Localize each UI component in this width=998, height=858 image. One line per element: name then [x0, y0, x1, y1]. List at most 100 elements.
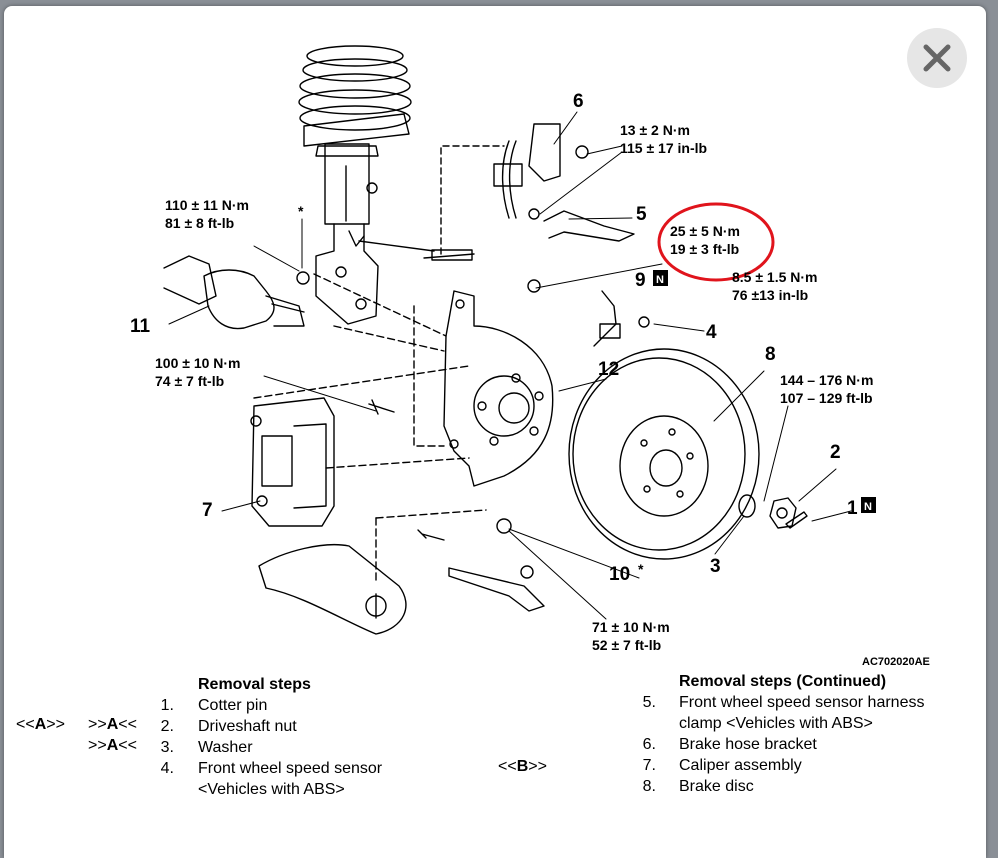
step-row: 8. Brake disc — [634, 776, 974, 797]
coil-spring — [298, 45, 412, 147]
step-row: 1. Cotter pin — [152, 695, 452, 716]
step-text: clamp <Vehicles with ABS> — [679, 715, 873, 732]
n-marker-1 — [861, 497, 876, 513]
tag-a3-pre: >> — [88, 737, 107, 754]
removal-steps-right: Removal steps (Continued) 5. Front wheel… — [634, 671, 974, 797]
removal-steps-continued-text: Removal steps (Continued) — [679, 673, 887, 690]
removal-steps-left: Removal steps 1. Cotter pin 2. Driveshaf… — [152, 674, 452, 800]
tag-b-pre: << — [498, 758, 517, 775]
step-text: Washer — [198, 739, 253, 756]
step-text: Brake disc — [679, 778, 754, 795]
cotter-pin — [785, 511, 808, 529]
tag-a2-letter: A — [106, 716, 119, 733]
brake-disc — [568, 348, 760, 560]
tag-b-disassembly: <<B>> — [498, 758, 547, 776]
close-button[interactable] — [907, 28, 967, 88]
highlight-circle — [657, 202, 775, 282]
step-row: 3. Washer — [152, 737, 452, 758]
suspension-exploded-diagram: 6 5 9 N 4 12 8 2 1 N 3 10 * 11 7 * 13 ± … — [130, 45, 930, 668]
tie-rod-end — [448, 565, 545, 612]
tag-a-letter: A — [34, 716, 47, 733]
torque-6-nm: 13 ± 2 N·m — [620, 122, 690, 138]
step-row: clamp <Vehicles with ABS> — [634, 713, 974, 734]
torque-caliper-ftlb: 74 ± 7 ft-lb — [155, 373, 224, 389]
driveshaft — [163, 255, 305, 330]
washer — [738, 494, 756, 518]
n-marker-9-text: N — [656, 274, 664, 286]
part-label-5: 5 — [636, 204, 647, 225]
removal-steps-heading: Removal steps — [152, 674, 452, 695]
step-row: 7. Caliper assembly — [634, 755, 974, 776]
driveshaft-nut — [769, 497, 797, 529]
wheel-speed-sensor — [527, 279, 650, 347]
step-text: Caliper assembly — [679, 757, 802, 774]
tag-a-reassembly-2: >>A<< — [88, 716, 137, 734]
step-text: Cotter pin — [198, 697, 268, 714]
tag-b-letter: B — [516, 758, 529, 775]
step-text: Brake hose bracket — [679, 736, 817, 753]
step-number: 3. — [160, 739, 174, 756]
torque-strut-ftlb: 81 ± 8 ft-lb — [165, 215, 234, 231]
removal-steps-continued-heading: Removal steps (Continued) — [634, 671, 974, 692]
part-label-7: 7 — [202, 500, 213, 521]
step-row: 2. Driveshaft nut — [152, 716, 452, 737]
part-label-1: 1 — [847, 498, 858, 519]
tag-a2-pre: >> — [88, 716, 107, 733]
part-label-9: 9 — [635, 270, 646, 291]
step-row: 4. Front wheel speed sensor — [152, 758, 452, 779]
image-viewer-card: 6 5 9 N 4 12 8 2 1 N 3 10 * 11 7 * 13 ± … — [4, 6, 986, 858]
part-label-8: 8 — [765, 344, 776, 365]
step-number: 1. — [160, 697, 174, 714]
tag-b-post: >> — [528, 758, 547, 775]
torque-strut-nm: 110 ± 11 N·m — [165, 197, 249, 213]
step-row: 6. Brake hose bracket — [634, 734, 974, 755]
torque-hub-nm: 144 – 176 N·m — [780, 372, 873, 388]
star-10: * — [638, 561, 644, 577]
close-icon — [923, 44, 951, 72]
torque-4-inlb: 76 ±13 in-lb — [732, 287, 808, 303]
step-text: Front wheel speed sensor harness — [679, 694, 925, 711]
step-number: 5. — [642, 694, 656, 711]
removal-steps-heading-text: Removal steps — [198, 676, 311, 693]
torque-hub-ftlb: 107 – 129 ft-lb — [780, 390, 873, 406]
n-marker-9 — [653, 270, 668, 286]
tag-a-reassembly-3: >>A<< — [88, 737, 137, 755]
part-label-12: 12 — [598, 359, 619, 380]
part-label-6: 6 — [573, 91, 584, 112]
step-row: 5. Front wheel speed sensor harness — [634, 692, 974, 713]
figure-code: AC702020AE — [862, 656, 930, 668]
tag-a3-letter: A — [106, 737, 119, 754]
step-number: 8. — [642, 778, 656, 795]
caliper-assembly — [250, 397, 335, 527]
step-text: <Vehicles with ABS> — [198, 781, 345, 798]
part-label-10: 10 — [609, 564, 630, 585]
torque-10-nm: 71 ± 10 N·m — [592, 619, 670, 635]
tag-a-pre: << — [16, 716, 35, 733]
strut-assembly — [315, 143, 379, 325]
tag-a3-post: << — [118, 737, 137, 754]
torque-10-ftlb: 52 ± 7 ft-lb — [592, 637, 661, 653]
tag-a-disassembly: <<A>> — [16, 716, 65, 734]
step-number: 4. — [160, 760, 174, 777]
brake-hose-bracket — [493, 123, 635, 242]
n-marker-1-text: N — [864, 501, 872, 513]
steering-knuckle — [443, 290, 554, 487]
star-strut: * — [298, 203, 304, 219]
torque-5-ftlb: 19 ± 3 ft-lb — [670, 241, 739, 257]
torque-caliper-nm: 100 ± 10 N·m — [155, 355, 241, 371]
step-row: <Vehicles with ABS> — [152, 779, 452, 800]
part-label-2: 2 — [830, 442, 841, 463]
torque-4-nm: 8.5 ± 1.5 N·m — [732, 269, 818, 285]
step-number: 7. — [642, 757, 656, 774]
step-text: Driveshaft nut — [198, 718, 297, 735]
tag-a2-post: << — [118, 716, 137, 733]
step-text: Front wheel speed sensor — [198, 760, 383, 777]
step-number: 6. — [642, 736, 656, 753]
torque-5-nm: 25 ± 5 N·m — [670, 223, 740, 239]
tag-a-post: >> — [46, 716, 65, 733]
part-label-11: 11 — [130, 316, 151, 337]
step-number: 2. — [160, 718, 174, 735]
lower-arm — [258, 544, 407, 635]
part-label-4: 4 — [706, 322, 717, 343]
torque-6-inlb: 115 ± 17 in-lb — [620, 140, 707, 156]
